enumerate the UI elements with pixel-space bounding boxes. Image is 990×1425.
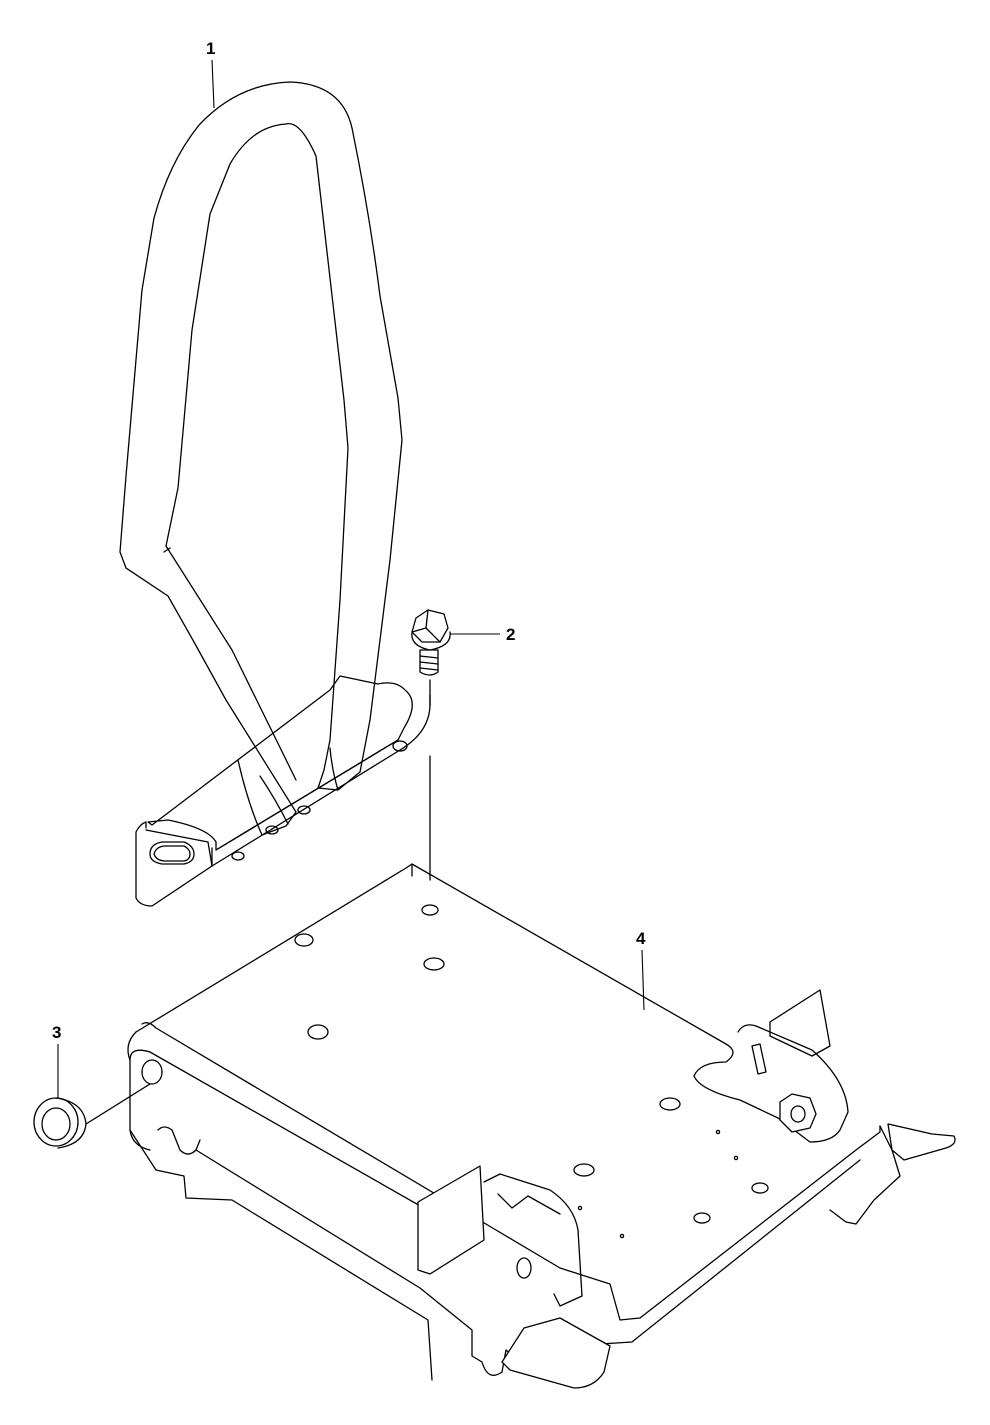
leader-4: [641, 949, 645, 1011]
rubber-grommet: [33, 1083, 151, 1149]
callout-3: 3: [52, 1023, 61, 1042]
leader-lines: [57, 59, 645, 1098]
leader-1: [211, 59, 215, 109]
handle-guard-bar: [119, 81, 431, 907]
callout-4: 4: [636, 929, 646, 948]
callout-2: 2: [506, 625, 515, 644]
callout-1: 1: [206, 39, 215, 58]
base-plate: [127, 863, 956, 1389]
flanged-bolt: [411, 609, 451, 881]
